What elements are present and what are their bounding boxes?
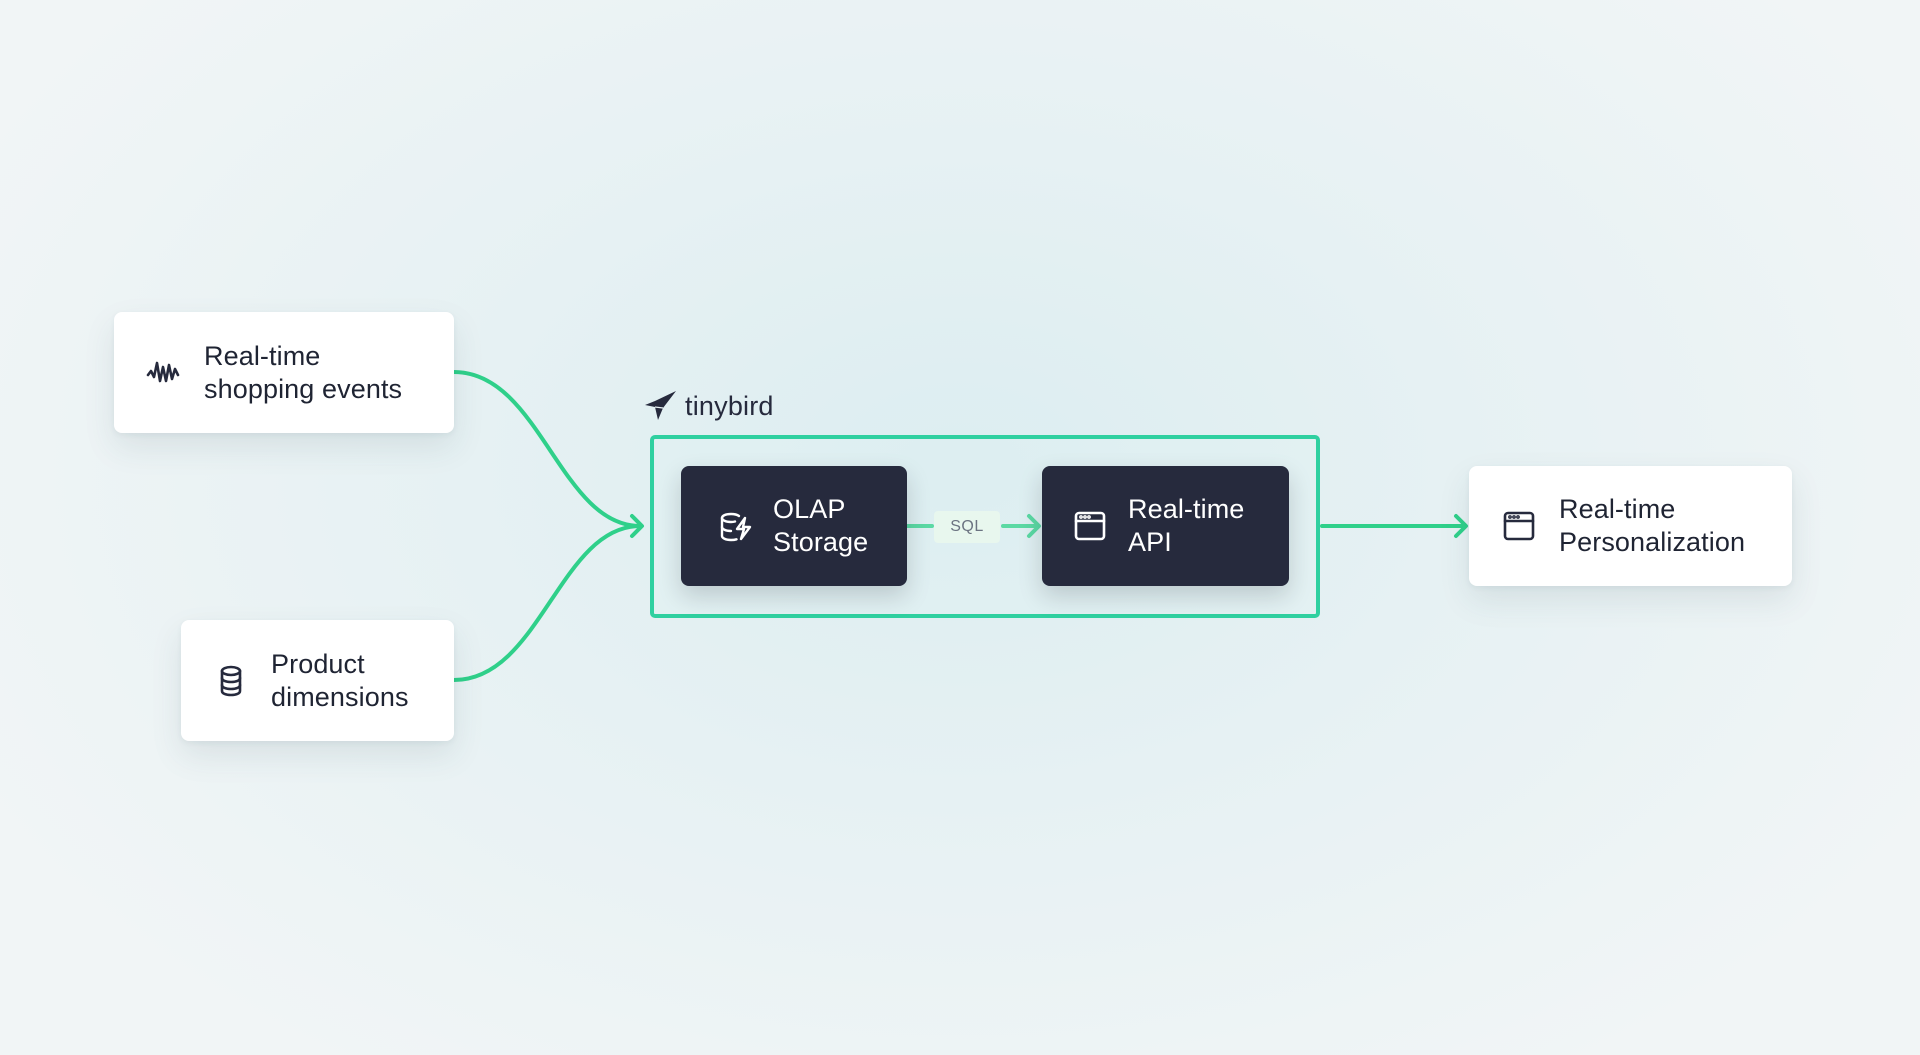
node-label-line2: Personalization: [1559, 527, 1746, 557]
node-label-line1: Product: [271, 648, 365, 679]
node-label-line2: shopping events: [204, 373, 403, 404]
node-label: Real-time API: [1128, 493, 1244, 559]
node-label-line1: Real-time: [204, 340, 321, 371]
node-realtime-personalization[interactable]: Real-time Personalization: [1469, 466, 1792, 586]
browser-window-icon: [1501, 508, 1537, 544]
connector-api-arrowhead: [1027, 514, 1041, 538]
node-product-dimensions[interactable]: Product dimensions: [181, 620, 454, 741]
bird-icon: [645, 391, 676, 420]
node-label-line1: Real-time: [1128, 494, 1245, 524]
node-label-line2: dimensions: [271, 681, 409, 712]
node-shopping-events[interactable]: Real-time shopping events: [114, 312, 454, 433]
node-label: Real-time Personalization: [1559, 493, 1745, 559]
storage-lightning-icon: [717, 508, 753, 544]
node-label-line1: Real-time: [1559, 494, 1676, 524]
browser-window-icon: [1072, 508, 1108, 544]
node-label: Real-time shopping events: [204, 340, 402, 406]
node-label-line2: API: [1128, 527, 1172, 557]
database-icon: [213, 663, 249, 699]
connector-tinybird-arrowhead: [630, 514, 644, 538]
waveform-icon: [146, 355, 182, 391]
node-label: OLAP Storage: [773, 493, 868, 559]
brand-name: tinybird: [685, 390, 774, 421]
node-label: Product dimensions: [271, 648, 409, 714]
node-label-line2: Storage: [773, 527, 869, 557]
node-realtime-api[interactable]: Real-time API: [1042, 466, 1289, 586]
connector-product-to-tinybird: [452, 524, 642, 682]
node-olap-storage[interactable]: OLAP Storage: [681, 466, 907, 586]
edge-label-sql: SQL: [934, 511, 1000, 543]
tinybird-brand: tinybird: [643, 388, 774, 424]
connector-shopping-to-tinybird: [452, 370, 642, 528]
node-label-line1: OLAP: [773, 494, 846, 524]
connector-personalization-arrowhead: [1454, 514, 1468, 538]
